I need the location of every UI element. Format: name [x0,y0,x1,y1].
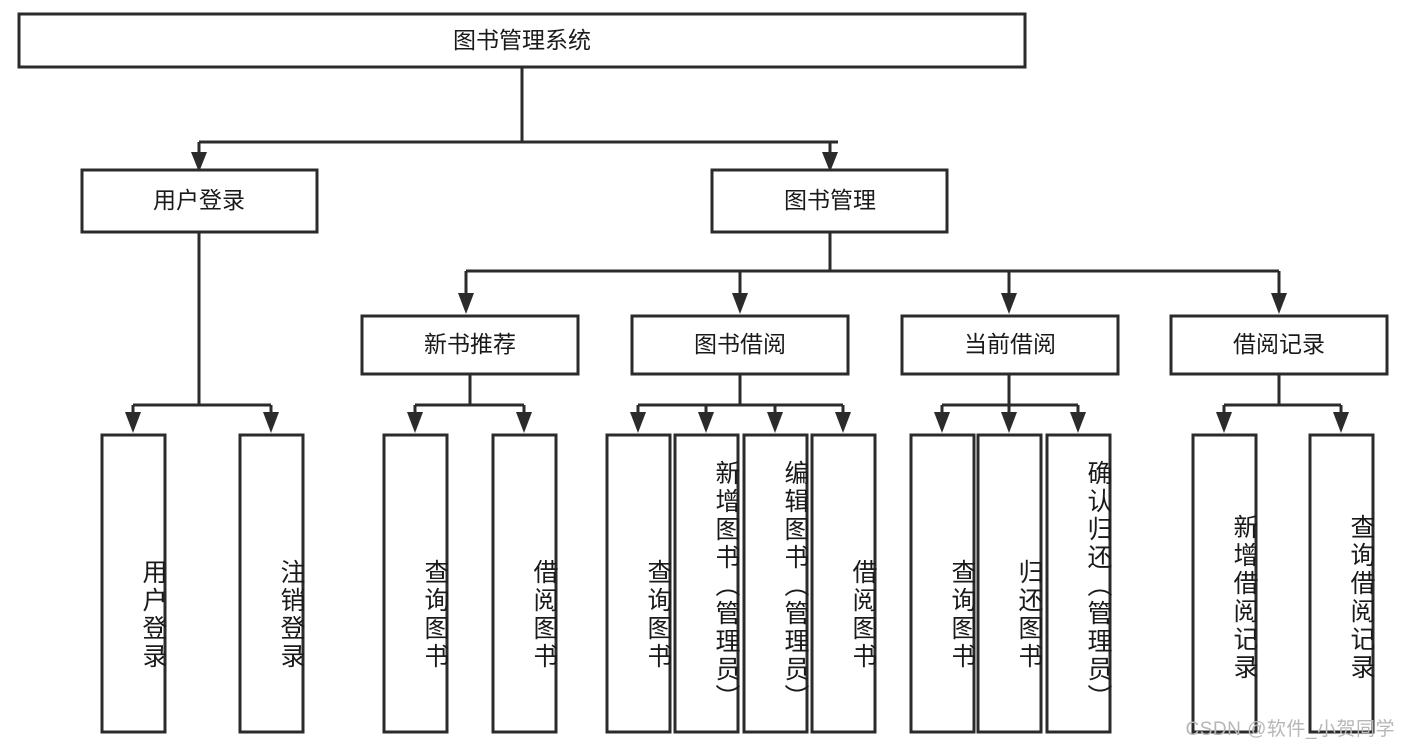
node-book-borrow[interactable]: 图书借阅 [630,314,850,376]
leaf-box-query-book-3[interactable] [909,433,976,734]
node-current-borrow[interactable]: 当前借阅 [900,314,1120,376]
leaf-box-return-book[interactable] [976,433,1043,734]
leaf-box-user-login[interactable] [100,433,167,734]
node-borrow-record-label: 借阅记录 [1233,331,1325,357]
leaf-box-query-book-2[interactable] [605,433,672,734]
leaf-box-confirm-return[interactable] [1045,433,1112,734]
connector-borrowrecord-to-leaves [1216,374,1349,433]
connector-userlogin-to-leaves [125,232,279,433]
connector-newbook-to-leaves [407,374,532,433]
node-current-borrow-label: 当前借阅 [964,331,1056,357]
node-book-borrow-label: 图书借阅 [694,331,786,357]
leaf-box-query-book-1[interactable] [382,433,449,734]
connector-bookmanage-to-level3 [458,232,1287,314]
connector-bookborrow-to-leaves [630,374,851,433]
leaf-box-borrow-book-2[interactable] [810,433,877,734]
leaf-box-add-book[interactable] [673,433,740,734]
node-book-manage-label: 图书管理 [784,187,876,213]
node-user-login-label: 用户登录 [153,187,245,213]
leaf-box-logout[interactable] [238,433,305,734]
node-root[interactable]: 图书管理系统 [17,12,1027,69]
leaf-box-query-record[interactable] [1308,433,1375,734]
node-user-login[interactable]: 用户登录 [80,168,319,234]
node-new-book-recommend-label: 新书推荐 [424,331,516,357]
node-borrow-record[interactable]: 借阅记录 [1169,314,1389,376]
node-root-label: 图书管理系统 [453,27,591,53]
leaf-box-add-record[interactable] [1191,433,1258,734]
csdn-watermark: CSDN @软件_小贺同学 [1185,719,1395,740]
leaf-box-edit-book[interactable] [742,433,809,734]
connector-root-to-level2 [191,67,838,172]
leaf-box-borrow-book-1[interactable] [491,433,558,734]
connector-currentborrow-to-leaves [934,374,1086,433]
node-new-book-recommend[interactable]: 新书推荐 [360,314,580,376]
node-book-manage[interactable]: 图书管理 [710,168,949,234]
